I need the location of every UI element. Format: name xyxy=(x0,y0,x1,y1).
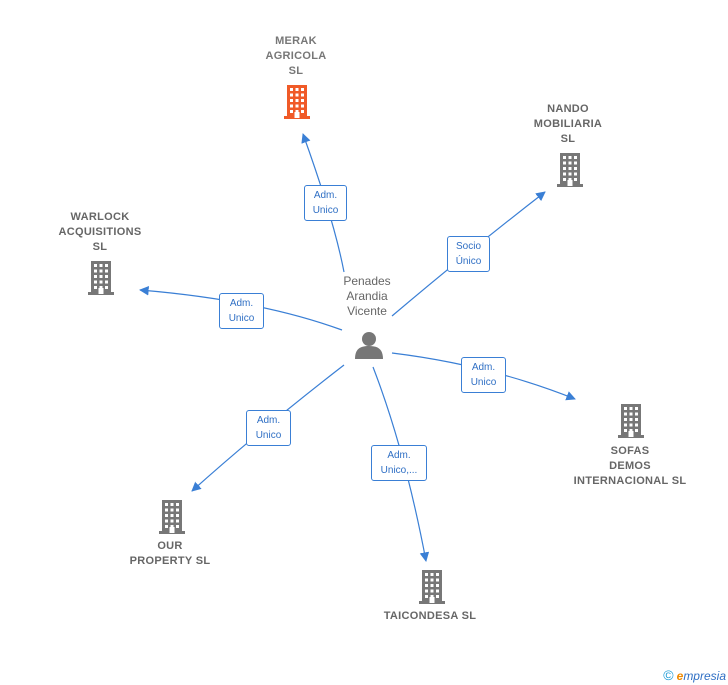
building-icon[interactable] xyxy=(281,84,313,125)
company-label-sofas[interactable]: SOFAS DEMOS INTERNACIONAL SL xyxy=(573,445,687,487)
company-label-warlock[interactable]: WARLOCK ACQUISITIONS SL xyxy=(58,211,142,253)
company-label-merak[interactable]: MERAK AGRICOLA SL xyxy=(265,35,327,77)
person-icon[interactable] xyxy=(354,330,384,365)
edge-label-taicondesa: Adm. Unico,... xyxy=(371,445,427,481)
brand-watermark: ©empresia xyxy=(663,667,726,683)
building-icon[interactable] xyxy=(156,499,188,540)
building-icon[interactable] xyxy=(85,260,117,301)
company-label-nando[interactable]: NANDO MOBILIARIA SL xyxy=(533,103,603,145)
edge-label-our: Adm. Unico xyxy=(246,410,291,446)
person-label[interactable]: Penades Arandia Vicente xyxy=(343,274,391,318)
brand-initial: e xyxy=(676,669,684,683)
edge-label-sofas: Adm. Unico xyxy=(461,357,506,393)
brand-name: mpresia xyxy=(683,669,726,683)
edge-label-warlock: Adm. Unico xyxy=(219,293,264,329)
company-label-our[interactable]: OUR PROPERTY SL xyxy=(129,540,211,567)
building-icon[interactable] xyxy=(416,569,448,610)
building-icon[interactable] xyxy=(554,152,586,193)
building-icon[interactable] xyxy=(615,403,647,444)
edge-label-merak: Adm. Unico xyxy=(304,185,347,221)
copyright-icon: © xyxy=(663,667,674,683)
company-label-taicondesa[interactable]: TAICONDESA SL xyxy=(383,610,477,622)
edge-label-nando: Socio Único xyxy=(447,236,490,272)
